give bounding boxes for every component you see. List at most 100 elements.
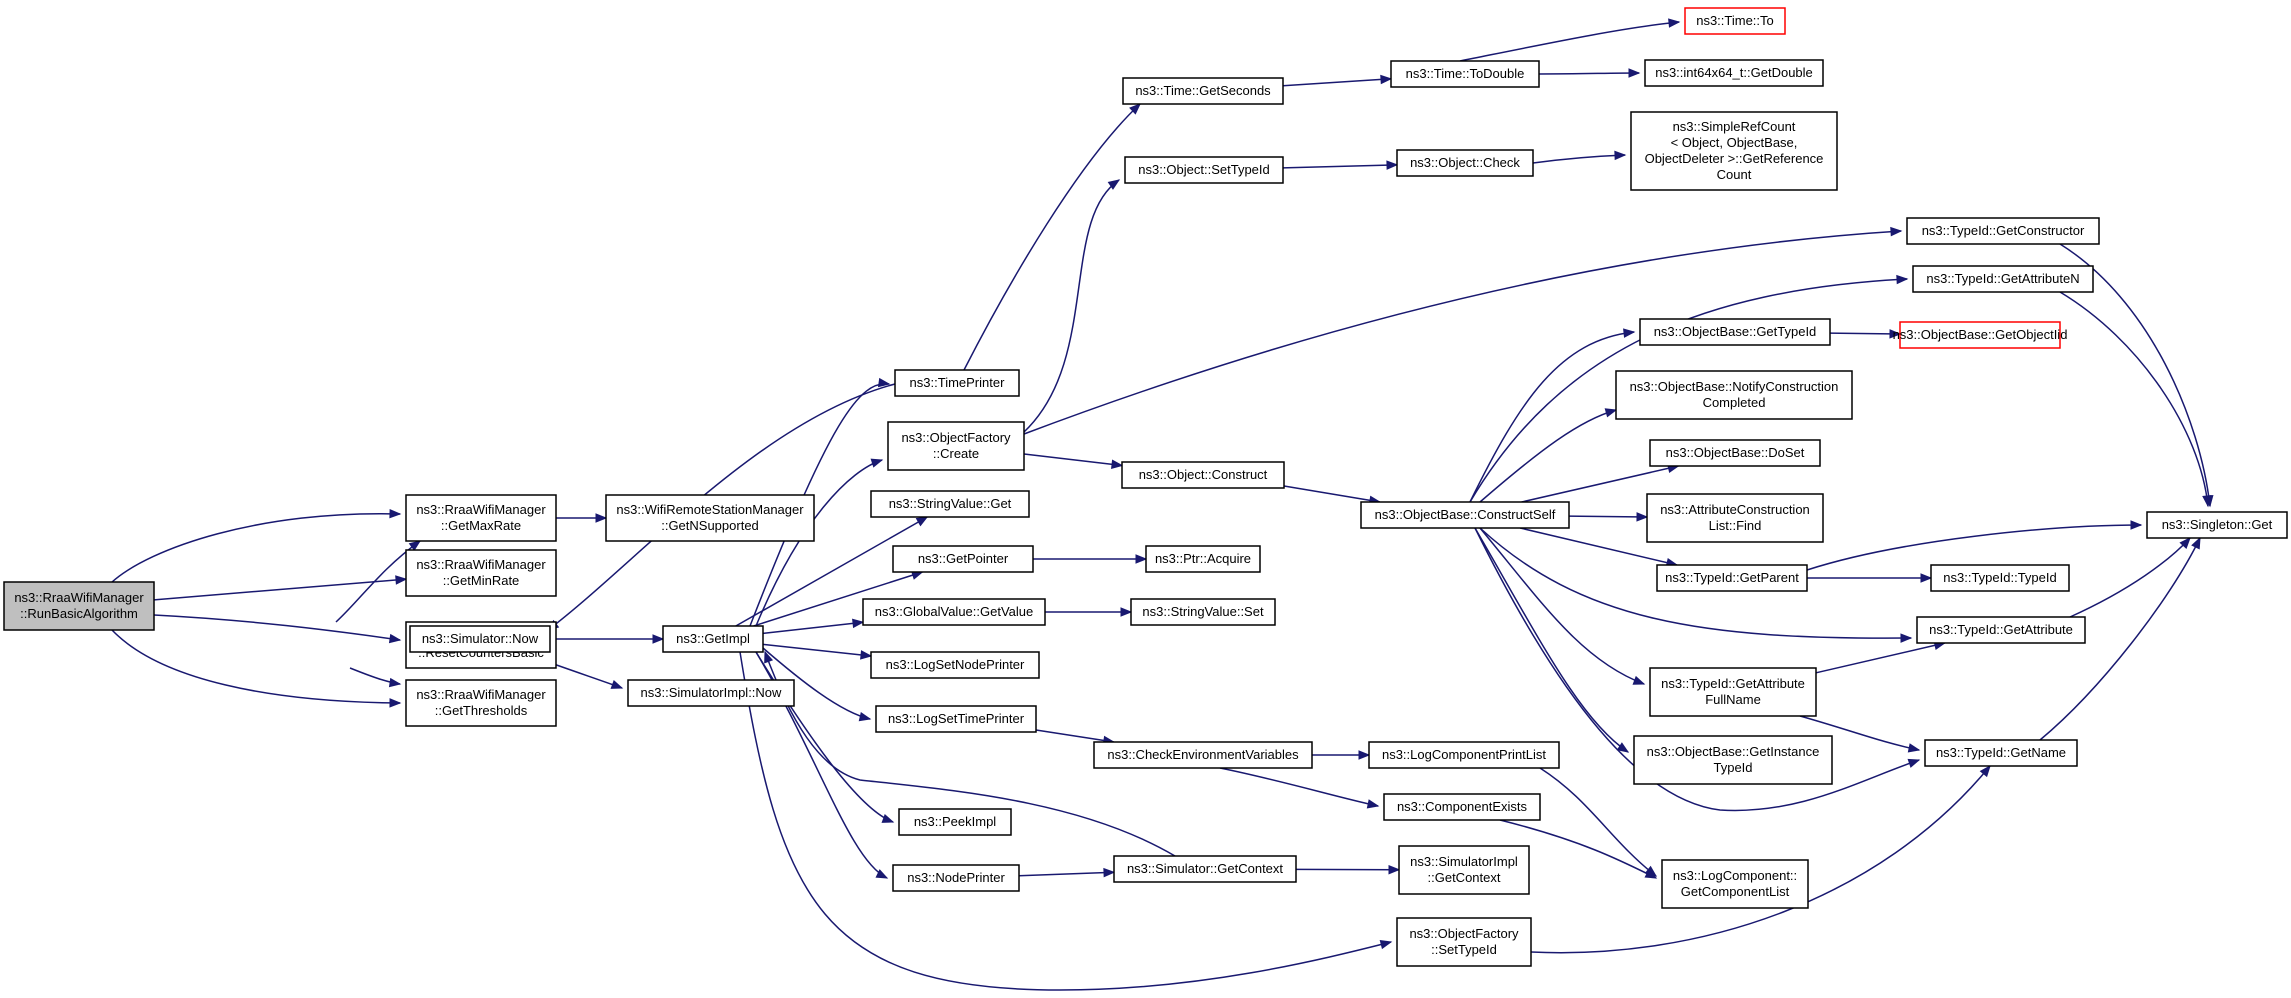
node-logcomponentgetlist[interactable]: ns3::LogComponent::GetComponentList [1661, 859, 1809, 909]
node-nodeprinter[interactable]: ns3::NodePrinter [892, 864, 1020, 892]
node-box-nodeprinter[interactable] [892, 864, 1020, 892]
node-root[interactable]: ns3::RraaWifiManager::RunBasicAlgorithm [3, 581, 155, 631]
node-box-objbasenotify[interactable] [1615, 370, 1853, 420]
node-box-logcomponentgetlist[interactable] [1661, 859, 1809, 909]
node-simimplgetcontext[interactable]: ns3::SimulatorImpl::GetContext [1398, 845, 1530, 895]
node-box-singletonget[interactable] [2146, 511, 2288, 539]
node-box-simimplgetcontext[interactable] [1398, 845, 1530, 895]
node-getimpl[interactable]: ns3::GetImpl [662, 625, 764, 653]
node-typeidgetconstructor[interactable]: ns3::TypeId::GetConstructor [1906, 217, 2100, 245]
node-objsettypeid[interactable]: ns3::Object::SetTypeId [1124, 156, 1284, 184]
node-logsettimeprinter[interactable]: ns3::LogSetTimePrinter [875, 705, 1037, 733]
node-box-objsettypeid[interactable] [1124, 156, 1284, 184]
node-box-typeidgetconstructor[interactable] [1906, 217, 2100, 245]
node-box-typeidgetparent[interactable] [1656, 564, 1808, 592]
node-objfactorysettypeid[interactable]: ns3::ObjectFactory::SetTypeId [1396, 917, 1532, 967]
node-checkenv[interactable]: ns3::CheckEnvironmentVariables [1093, 741, 1313, 769]
node-box-attrconstructionfind[interactable] [1646, 493, 1824, 543]
node-box-objcheck[interactable] [1396, 149, 1534, 177]
node-objbaseconstructself[interactable]: ns3::ObjectBase::ConstructSelf [1360, 501, 1570, 529]
node-box-objbasedoset[interactable] [1649, 439, 1821, 467]
node-box-objconstruct[interactable] [1121, 461, 1285, 489]
node-timetodouble[interactable]: ns3::Time::ToDouble [1390, 60, 1540, 88]
node-box-stringvalueget[interactable] [870, 490, 1030, 518]
node-timegetseconds[interactable]: ns3::Time::GetSeconds [1122, 77, 1284, 105]
node-typeidgetattributen[interactable]: ns3::TypeId::GetAttributeN [1912, 265, 2094, 293]
node-objbasedoset[interactable]: ns3::ObjectBase::DoSet [1649, 439, 1821, 467]
edge-timegetseconds-to-timetodouble-arrowhead [1380, 74, 1393, 85]
node-box-getminrate[interactable] [405, 549, 557, 597]
node-box-typeidgetname[interactable] [1924, 739, 2078, 767]
node-box-objfactorycreate[interactable] [887, 421, 1025, 471]
node-box-timetodouble[interactable] [1390, 60, 1540, 88]
node-getmaxrate[interactable]: ns3::RraaWifiManager::GetMaxRate [405, 494, 557, 542]
node-box-objfactorysettypeid[interactable] [1396, 917, 1532, 967]
node-box-getnsupported[interactable] [605, 494, 815, 542]
node-box-simplerefcount[interactable] [1630, 111, 1838, 191]
node-box-root[interactable] [3, 581, 155, 631]
node-box-objbaseconstructself[interactable] [1360, 501, 1570, 529]
node-box-typeidgetattribute[interactable] [1916, 616, 2086, 644]
node-typeidgetparent[interactable]: ns3::TypeId::GetParent [1656, 564, 1808, 592]
node-box-ptracquire[interactable] [1145, 545, 1261, 573]
node-box-objbasegetobjectiid[interactable] [1899, 321, 2061, 349]
node-box-timeto[interactable] [1684, 7, 1786, 35]
node-typeidgetname[interactable]: ns3::TypeId::GetName [1924, 739, 2078, 767]
node-box-logsettimeprinter[interactable] [875, 705, 1037, 733]
node-box-timeprinter[interactable] [894, 369, 1020, 397]
node-getpointer[interactable]: ns3::GetPointer [892, 545, 1034, 573]
node-singletonget[interactable]: ns3::Singleton::Get [2146, 511, 2288, 539]
node-typeidgetattribute[interactable]: ns3::TypeId::GetAttribute [1916, 616, 2086, 644]
node-timeprinter[interactable]: ns3::TimePrinter [894, 369, 1020, 397]
node-ptracquire[interactable]: ns3::Ptr::Acquire [1145, 545, 1261, 573]
node-logcomponentprintlist[interactable]: ns3::LogComponentPrintList [1368, 741, 1560, 769]
node-box-getthresholds[interactable] [405, 679, 557, 727]
node-box-checkenv[interactable] [1093, 741, 1313, 769]
node-getminrate[interactable]: ns3::RraaWifiManager::GetMinRate [405, 549, 557, 597]
node-box-stringvalueset[interactable] [1130, 598, 1276, 626]
node-box-typeidgetattributen[interactable] [1912, 265, 2094, 293]
node-globalvalueget[interactable]: ns3::GlobalValue::GetValue [862, 598, 1046, 626]
node-timeto[interactable]: ns3::Time::To [1684, 7, 1786, 35]
node-box-int64getdouble[interactable] [1644, 59, 1824, 87]
node-box-simgetcontext[interactable] [1113, 855, 1297, 883]
node-getthresholds[interactable]: ns3::RraaWifiManager::GetThresholds [405, 679, 557, 727]
node-stringvalueget[interactable]: ns3::StringValue::Get [870, 490, 1030, 518]
node-box-globalvalueget[interactable] [862, 598, 1046, 626]
node-box-getimpl[interactable] [662, 625, 764, 653]
node-box-simimplnow[interactable] [627, 679, 795, 707]
node-objconstruct[interactable]: ns3::Object::Construct [1121, 461, 1285, 489]
node-objbasegettypeid[interactable]: ns3::ObjectBase::GetTypeId [1639, 318, 1831, 346]
node-objcheck[interactable]: ns3::Object::Check [1396, 149, 1534, 177]
node-box-objbasegettypeid[interactable] [1639, 318, 1831, 346]
node-simnow[interactable]: ns3::Simulator::Now [409, 625, 551, 653]
node-label-getmaxrate: ::GetMaxRate [441, 518, 521, 533]
node-objfactorycreate[interactable]: ns3::ObjectFactory::Create [887, 421, 1025, 471]
node-stringvalueset[interactable]: ns3::StringValue::Set [1130, 598, 1276, 626]
node-box-getpointer[interactable] [892, 545, 1034, 573]
node-objbasenotify[interactable]: ns3::ObjectBase::NotifyConstructionCompl… [1615, 370, 1853, 420]
node-simplerefcount[interactable]: ns3::SimpleRefCount< Object, ObjectBase,… [1630, 111, 1838, 191]
node-box-typeidgetattrfullname[interactable] [1649, 667, 1817, 717]
node-box-logsetnodeprinter[interactable] [870, 651, 1040, 679]
node-peekimpl[interactable]: ns3::PeekImpl [898, 808, 1012, 836]
node-box-timegetseconds[interactable] [1122, 77, 1284, 105]
node-componentexists[interactable]: ns3::ComponentExists [1383, 793, 1541, 821]
node-int64getdouble[interactable]: ns3::int64x64_t::GetDouble [1644, 59, 1824, 87]
node-box-componentexists[interactable] [1383, 793, 1541, 821]
node-box-simnow[interactable] [409, 625, 551, 653]
node-box-logcomponentprintlist[interactable] [1368, 741, 1560, 769]
node-box-peekimpl[interactable] [898, 808, 1012, 836]
node-box-getmaxrate[interactable] [405, 494, 557, 542]
node-logsetnodeprinter[interactable]: ns3::LogSetNodePrinter [870, 651, 1040, 679]
node-box-objbasegetinstancetypeid[interactable] [1633, 735, 1833, 785]
node-simimplnow[interactable]: ns3::SimulatorImpl::Now [627, 679, 795, 707]
node-box-typeidtypeid[interactable] [1930, 564, 2070, 592]
node-typeidtypeid[interactable]: ns3::TypeId::TypeId [1930, 564, 2070, 592]
node-getnsupported[interactable]: ns3::WifiRemoteStationManager::GetNSuppo… [605, 494, 815, 542]
node-objbasegetobjectiid[interactable]: ns3::ObjectBase::GetObjectIid [1893, 321, 2068, 349]
node-simgetcontext[interactable]: ns3::Simulator::GetContext [1113, 855, 1297, 883]
